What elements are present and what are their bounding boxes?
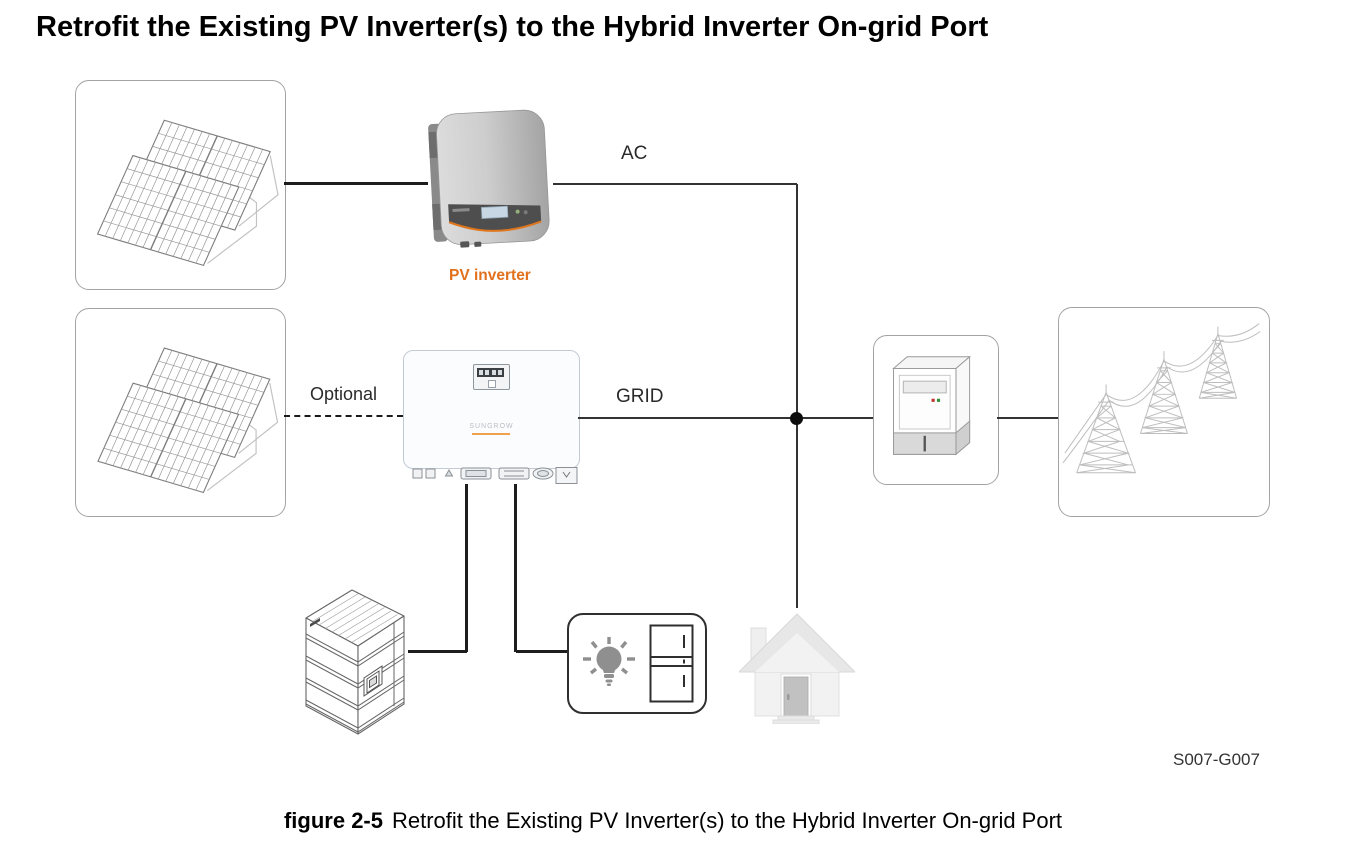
energy-meter-icon <box>892 355 971 456</box>
pv-array-icon <box>76 309 279 512</box>
optional-label: Optional <box>310 384 378 404</box>
pv-array-icon <box>76 81 279 285</box>
junction-dot <box>790 411 803 425</box>
line-inverter-to-load-h <box>516 650 567 653</box>
line-pv1-to-pv-inverter <box>284 182 428 185</box>
hybrid-display-screen <box>477 368 504 377</box>
light-bulb-icon <box>583 637 635 686</box>
fridge-icon <box>649 624 694 703</box>
hybrid-display <box>473 364 510 390</box>
line-inverter-to-load-v <box>514 484 517 652</box>
power-grid-box <box>1058 307 1270 517</box>
hybrid-connectors-icon <box>412 467 578 484</box>
figure-caption-text: Retrofit the Existing PV Inverter(s) to … <box>392 808 1063 833</box>
grid-label: GRID <box>616 386 664 407</box>
pv-inverter-device-icon <box>428 109 550 248</box>
ac-label: AC <box>621 143 648 164</box>
figure-caption: figure 2-5 Retrofit the Existing PV Inver… <box>0 808 1346 834</box>
page-title: Retrofit the Existing PV Inverter(s) to … <box>36 11 989 43</box>
pv-inverter-label: PV inverter <box>449 267 531 284</box>
figure-code: S007-G007 <box>1173 750 1260 769</box>
line-inverter-to-battery-h <box>408 650 467 653</box>
figure-caption-number: figure 2-5 <box>283 808 383 833</box>
line-grid <box>578 417 873 419</box>
power-grid-towers-icon <box>1062 323 1261 474</box>
meter-box <box>873 335 999 485</box>
battery-stack-icon <box>305 589 405 735</box>
line-meter-to-grid <box>997 417 1058 419</box>
line-inverter-to-battery-v <box>465 484 468 652</box>
hybrid-display-button <box>488 380 496 388</box>
line-optional-dashed <box>284 415 403 417</box>
hybrid-inverter-device-icon: SUNGROW <box>403 350 580 469</box>
pv-array-2-box <box>75 308 286 517</box>
hybrid-brand-underline <box>472 433 510 435</box>
line-ac <box>553 183 797 185</box>
pv-array-1-box <box>75 80 286 290</box>
line-ac-to-house <box>795 184 798 608</box>
house-icon <box>739 613 855 724</box>
load-box <box>567 613 707 714</box>
hybrid-brand-logo: SUNGROW <box>469 423 514 430</box>
